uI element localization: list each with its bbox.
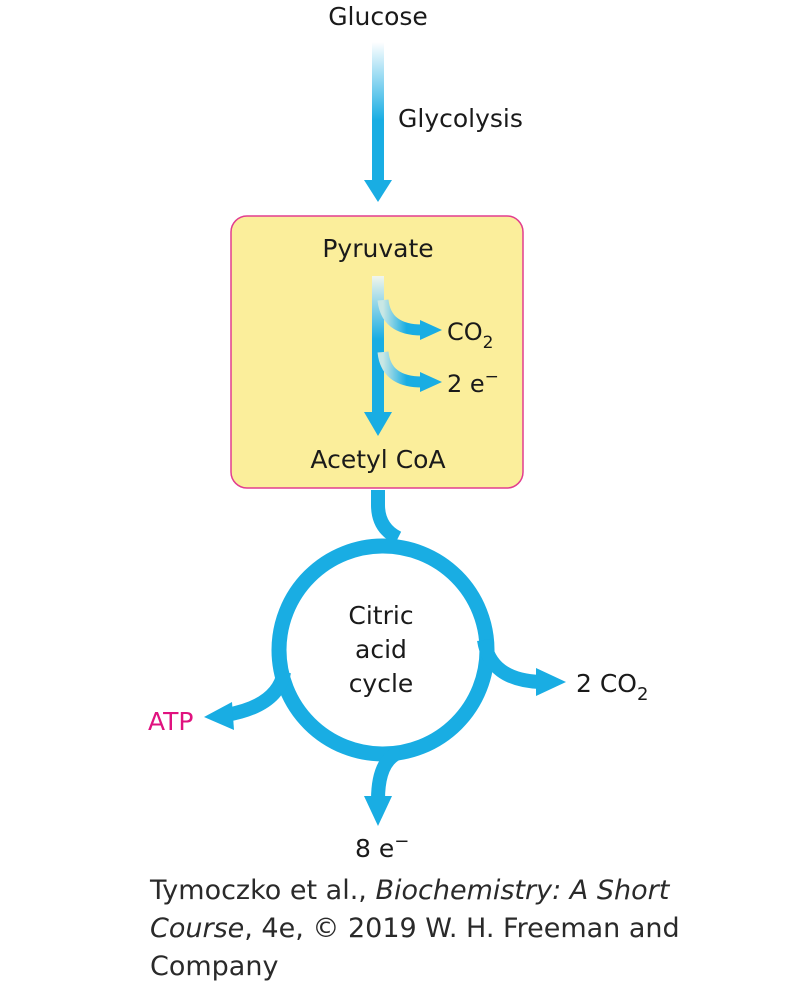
glycolysis-label: Glycolysis: [398, 104, 523, 133]
glycolysis-arrow: [364, 42, 392, 202]
acetyl-coa-feed-arrow: [371, 490, 402, 545]
acetyl-coa-label: Acetyl CoA: [310, 445, 445, 474]
electron-branch-arrow: [377, 351, 442, 392]
cycle-atp-arrow: [204, 670, 291, 730]
cycle-label-line3: cycle: [349, 669, 414, 698]
metabolism-diagram: Glucose Glycolysis Pyruvate CO2 2 e− Ace…: [148, 2, 648, 863]
co2-branch-arrow: [377, 299, 442, 340]
cycle-label-line2: acid: [355, 635, 407, 664]
cycle-electrons-label: 8 e−: [355, 831, 409, 863]
source-credit: Tymoczko et al., Biochemistry: A Short C…: [150, 872, 750, 986]
credit-rest: , 4e, © 2019 W. H. Freeman and Company: [150, 913, 680, 982]
cycle-co2-arrow: [477, 638, 566, 696]
atp-label: ATP: [148, 707, 194, 736]
box-electrons-label: 2 e−: [447, 367, 499, 398]
pyruvate-label: Pyruvate: [322, 234, 433, 263]
glucose-label: Glucose: [328, 2, 428, 31]
cycle-electrons-arrow: [364, 745, 404, 826]
credit-title: Biochemistry: A Short Course: [150, 875, 670, 944]
cycle-co2-label: 2 CO2: [576, 669, 648, 705]
box-co2-label: CO2: [447, 318, 493, 353]
credit-authors: Tymoczko et al.,: [150, 875, 376, 906]
cycle-label-line1: Citric: [348, 601, 413, 630]
